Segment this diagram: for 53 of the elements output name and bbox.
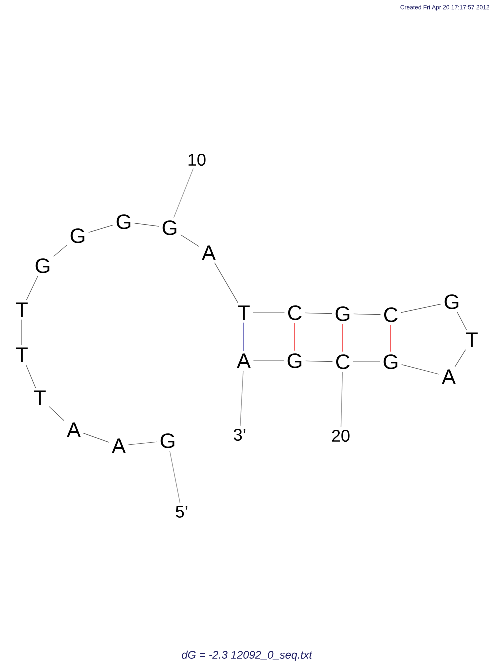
position-number: 20 — [332, 430, 350, 442]
position-number: 10 — [188, 154, 206, 166]
base-pair-line — [342, 324, 344, 352]
backbone-line — [26, 364, 36, 388]
leader-line — [170, 450, 181, 504]
base-pair-line — [294, 322, 296, 352]
leader-line — [240, 370, 244, 427]
backbone-line — [128, 442, 158, 446]
base-letter: G — [70, 228, 85, 244]
base-letter: G — [160, 434, 175, 448]
leader-line — [340, 372, 344, 428]
base-letter: T — [16, 302, 28, 318]
base-letter: C — [384, 308, 398, 322]
base-letter: G — [336, 306, 350, 322]
base-letter: G — [288, 354, 302, 368]
base-letter: G — [162, 220, 177, 236]
backbone-line — [54, 245, 68, 257]
backbone-line — [88, 225, 114, 233]
base-letter: A — [202, 246, 216, 260]
end-label: 5’ — [176, 506, 188, 518]
backbone-line — [48, 406, 65, 422]
backbone-line — [454, 350, 466, 368]
base-letter: A — [67, 422, 81, 438]
backbone-line — [180, 234, 200, 248]
base-letter: C — [336, 354, 350, 370]
base-letter: C — [288, 306, 302, 320]
backbone-line — [26, 276, 38, 300]
backbone-line — [400, 304, 442, 314]
base-letter: G — [36, 258, 50, 274]
backbone-line — [253, 360, 284, 362]
base-letter: T — [466, 332, 478, 348]
leader-line — [174, 168, 194, 218]
base-letter: A — [442, 370, 456, 384]
backbone-line — [306, 360, 333, 362]
base-letter: G — [384, 354, 398, 370]
base-letter: T — [16, 348, 28, 362]
backbone-line — [304, 312, 332, 314]
backbone-line — [402, 364, 440, 375]
caption: dG = -2.3 12092_0_seq.txt — [182, 650, 313, 662]
base-letter: A — [237, 354, 251, 368]
base-letter: A — [112, 438, 126, 454]
base-pair-line — [390, 324, 392, 352]
backbone-line — [134, 223, 160, 227]
backbone-line — [83, 433, 110, 443]
base-letter: T — [34, 390, 46, 406]
base-letter: G — [444, 294, 459, 310]
end-label: 3’ — [234, 428, 246, 442]
backbone-line — [252, 312, 285, 314]
backbone-line — [354, 314, 381, 316]
base-letter: T — [238, 306, 250, 320]
backbone-line — [214, 262, 238, 304]
backbone-line — [457, 312, 468, 330]
base-letter: G — [116, 214, 131, 230]
